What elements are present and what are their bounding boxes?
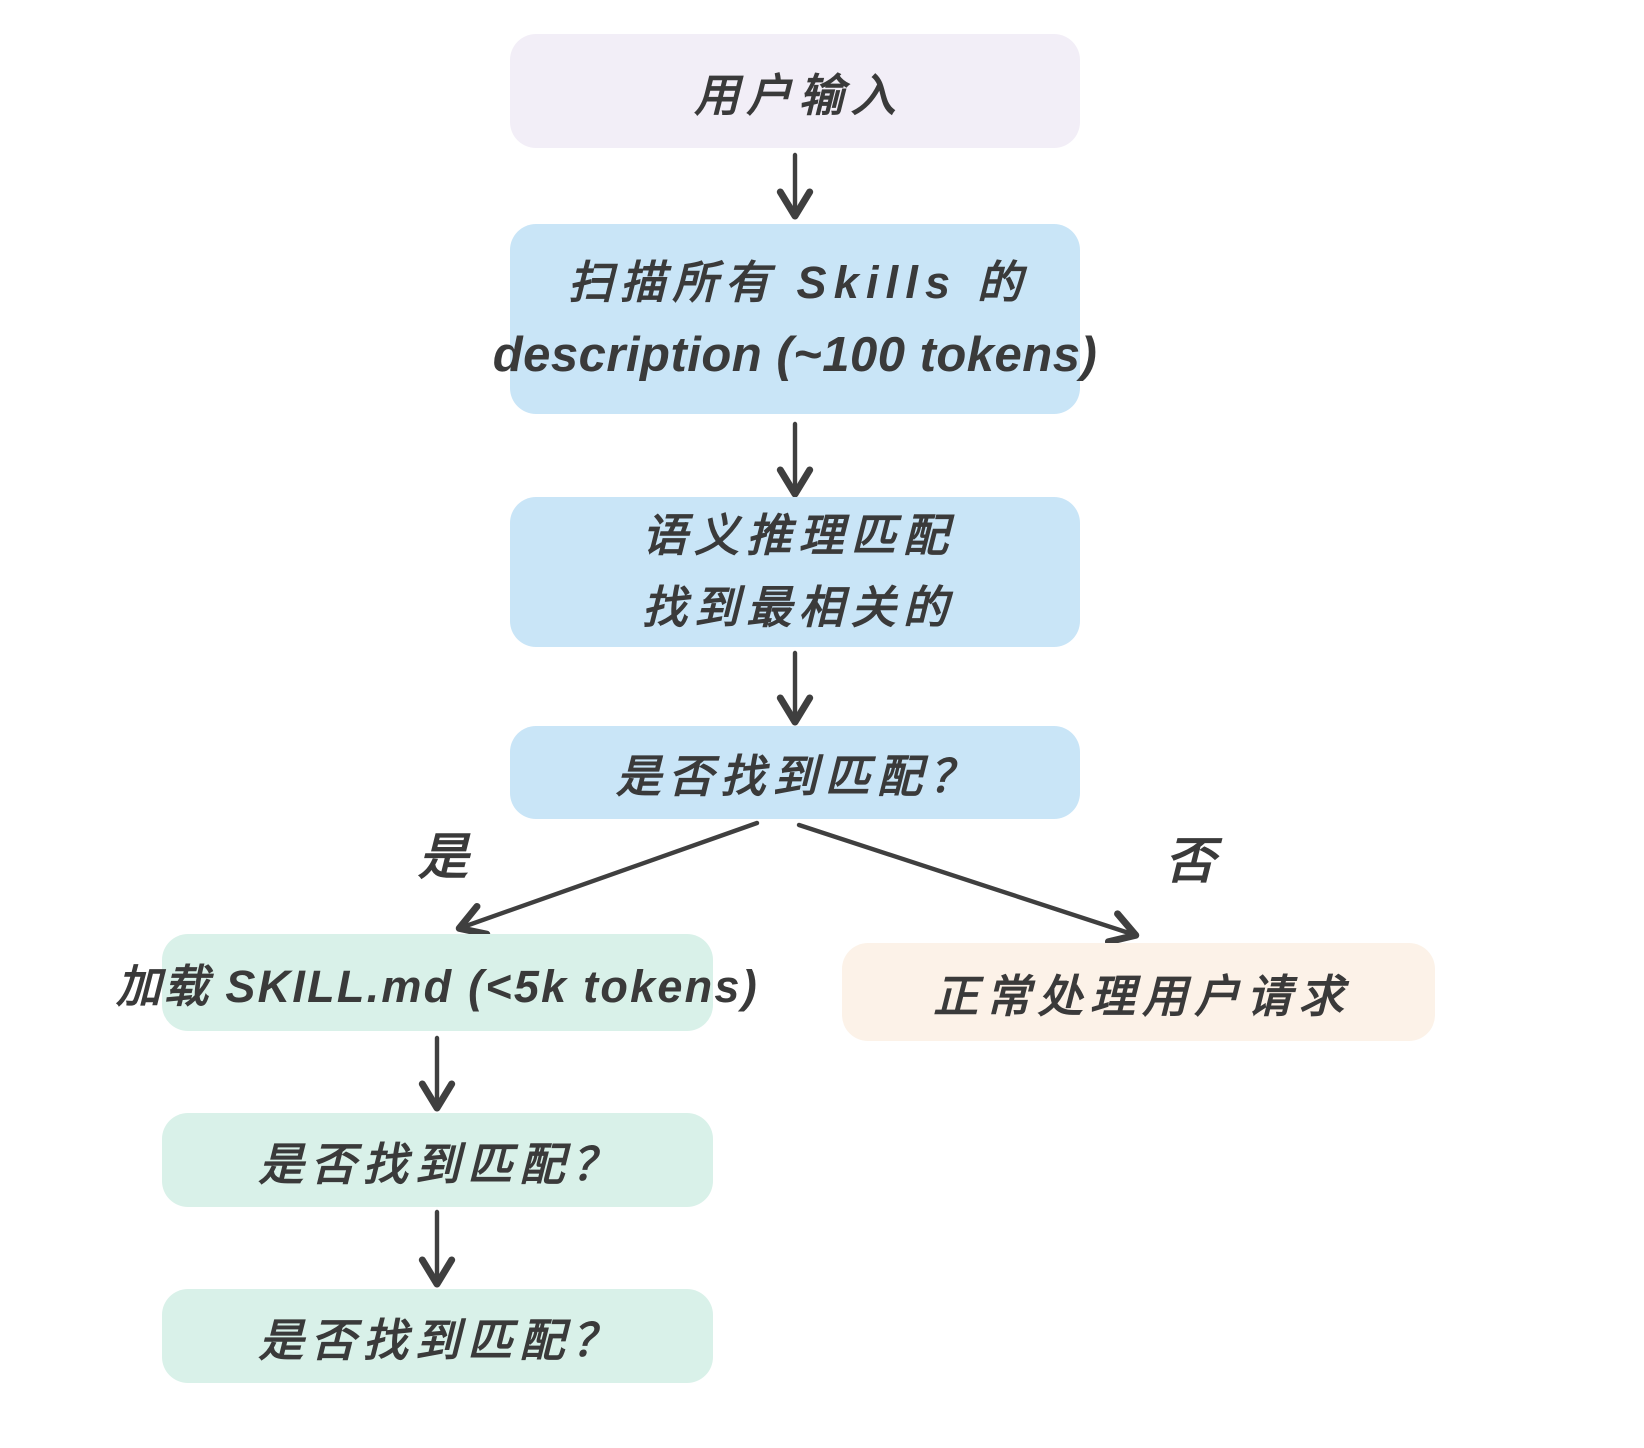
node-load-skill: 加载 SKILL.md (<5k tokens) (116, 934, 757, 1031)
node-user-input-label: 用户输入 (694, 69, 903, 121)
node-process-normally: 正常处理用户请求 (842, 943, 1435, 1041)
node-scan-descriptions: 扫描所有 Skills 的 description (~100 tokens) (493, 224, 1097, 414)
arrow-branch-no (796, 822, 1140, 946)
node-scan-descriptions-line1: 扫描所有 Skills 的 (568, 257, 1030, 308)
node-process-normally-label: 正常处理用户请求 (933, 970, 1351, 1022)
node-match-check-3: 是否找到匹配？ (162, 1289, 713, 1383)
node-user-input: 用户输入 (510, 34, 1080, 148)
node-semantic-match-line2: 找到最相关的 (641, 582, 956, 633)
node-match-check-2: 是否找到匹配？ (162, 1113, 713, 1207)
node-load-skill-label: 加载 SKILL.md (<5k tokens) (116, 961, 759, 1012)
node-match-check-3-label: 是否找到匹配？ (258, 1314, 624, 1366)
edge-label-yes: 是 (418, 829, 468, 885)
node-match-decision: 是否找到匹配？ (510, 726, 1080, 819)
node-semantic-match: 语义推理匹配 找到最相关的 (510, 497, 1080, 647)
node-semantic-match-line1: 语义推理匹配 (641, 510, 956, 561)
arrow-branch-yes (455, 820, 760, 938)
edge-label-no: 否 (1165, 833, 1215, 889)
node-match-decision-label: 是否找到匹配？ (615, 751, 982, 802)
node-match-check-2-label: 是否找到匹配？ (258, 1138, 624, 1190)
node-scan-descriptions-line2: description (~100 tokens) (492, 328, 1098, 382)
